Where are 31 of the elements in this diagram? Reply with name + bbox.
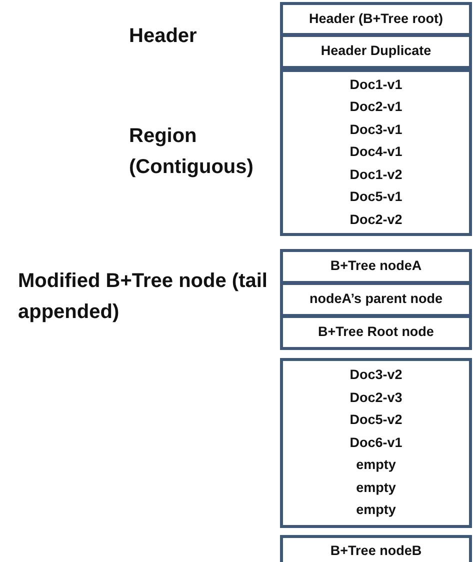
record-list-block: [280, 69, 472, 236]
storage-block: [280, 249, 472, 284]
record-label: Doc2-v3: [350, 388, 402, 407]
block-label: B+Tree nodeA: [330, 257, 422, 276]
record-label: empty: [356, 501, 396, 520]
storage-block: [280, 2, 472, 36]
record-label: Doc5-v1: [350, 188, 402, 206]
block-label: Header Duplicate: [320, 42, 432, 60]
section-label: Region (Contiguous): [129, 124, 254, 180]
record-label: empty: [356, 478, 396, 497]
record-label: Doc3-v2: [350, 366, 402, 384]
record-label: Doc2-v1: [350, 98, 402, 116]
block-label: Header (B+Tree root): [309, 10, 443, 28]
record-label: Doc2-v2: [350, 210, 402, 229]
record-list-block: [280, 358, 472, 528]
record-label: Doc1-v2: [350, 166, 402, 184]
record-label: Doc6-v1: [350, 434, 402, 452]
record-label: Doc1-v1: [350, 76, 402, 94]
storage-block: [280, 282, 472, 317]
block-label: B+Tree nodeB: [330, 542, 422, 560]
section-label: Modified B+Tree node (tail appended): [18, 269, 268, 325]
storage-block: [280, 315, 472, 350]
storage-block: [280, 535, 472, 562]
record-label: empty: [356, 456, 396, 474]
record-label: Doc4-v1: [350, 143, 402, 162]
record-label: Doc3-v1: [350, 120, 402, 139]
section-label: Header: [129, 24, 198, 49]
block-label: nodeA’s parent node: [309, 290, 443, 308]
block-label: B+Tree Root node: [318, 323, 434, 342]
record-label: Doc5-v2: [350, 411, 402, 430]
storage-block: [280, 34, 472, 69]
